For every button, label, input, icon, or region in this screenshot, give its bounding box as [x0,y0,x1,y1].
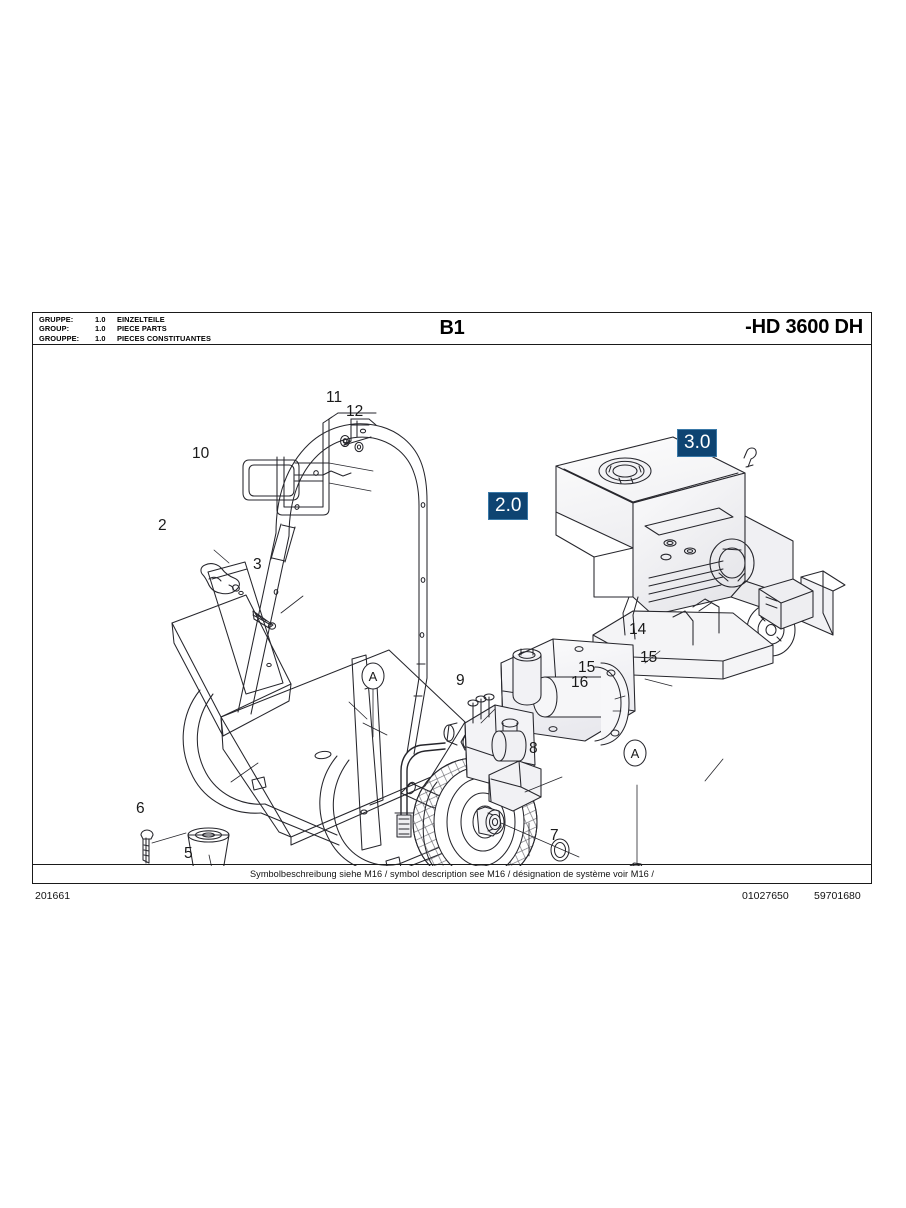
section-marker-a-right [623,739,647,767]
group-num-en: 1.0 [95,324,106,334]
item-number-14: 14 [629,621,647,638]
assembly-callout-2-0[interactable]: 2.0 [488,492,529,520]
section-marker-a-left [361,662,385,738]
group-name-de: EINZELTEILE [117,315,165,324]
item-number-9: 9 [456,672,465,689]
pump-assembly [394,638,636,838]
item-number-5: 5 [184,845,193,862]
assembly-callout-3-0[interactable]: 3.0 [677,429,718,457]
model-code: -HD 3600 DH [745,316,863,338]
group-num-de: 1.0 [95,315,106,324]
part-3-screw [252,610,277,630]
item-number-15: 15 [578,659,596,676]
sheet-footer: 201661 01027650 59701680 [32,890,872,908]
part-7-oring [550,838,570,862]
group-name-en: PIECE PARTS [117,324,167,334]
item-number-16: 16 [571,674,589,691]
sheet-code: B1 [439,317,465,339]
part-10-wire-bracket [242,412,377,516]
group-row-en: GROUP: 1.0 PIECE PARTS [39,324,211,333]
group-name-fr: PIECES CONSTITUANTES [117,333,211,343]
leader-lines [151,549,724,866]
group-num-fr: 1.0 [95,333,106,343]
group-lang-fr: GROUPPE: [39,333,80,343]
part-number-secondary: 59701680 [814,890,861,902]
part-11-12-washers [339,434,364,453]
item-number-15: 15 [640,649,658,666]
fasteners-14-15-16 [629,784,643,866]
part-5-rubber-foot [187,827,230,866]
group-lang-en: GROUP: [39,324,70,334]
part-6-screw [140,829,154,864]
group-lang-de: GRUPPE: [39,315,74,324]
item-number-7: 7 [550,827,559,844]
engine-assembly [555,436,846,680]
group-row-fr: GROUPPE: 1.0 PIECES CONSTITUANTES [39,334,211,343]
item-number-6: 6 [136,800,145,817]
item-number-12: 12 [346,403,364,420]
part-2-knob [200,563,240,595]
drawing-number: 201661 [35,890,71,902]
item-number-11: 11 [326,389,343,406]
exploded-view-illustration: A A [140,412,846,866]
item-number-2: 2 [158,517,167,534]
group-row-de: GRUPPE: 1.0 EINZELTEILE [39,315,211,324]
symbol-description-text: Symbolbeschreibung siehe M16 / symbol de… [250,869,654,879]
symbol-description-note: Symbolbeschreibung siehe M16 / symbol de… [33,864,871,883]
item-number-10: 10 [192,445,210,462]
item-number-8: 8 [529,740,538,757]
part-number-primary: 01027650 [742,890,789,902]
drawing-canvas: A A 2.0 3.0 [33,345,873,866]
section-marker-label-a-right: A [631,746,640,761]
section-marker-label-a-left: A [369,669,378,684]
item-number-3: 3 [253,556,262,573]
